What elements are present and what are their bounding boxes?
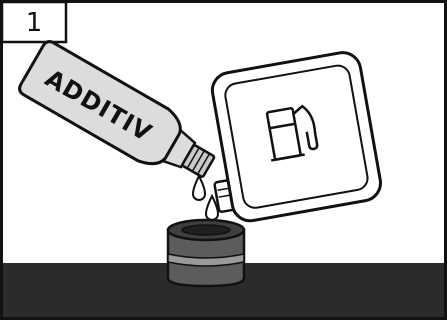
fuel-canister (196, 50, 384, 226)
funnel (168, 220, 244, 286)
funnel-opening (182, 225, 230, 235)
step-number-box: 1 (2, 2, 66, 42)
step-number: 1 (26, 8, 43, 38)
